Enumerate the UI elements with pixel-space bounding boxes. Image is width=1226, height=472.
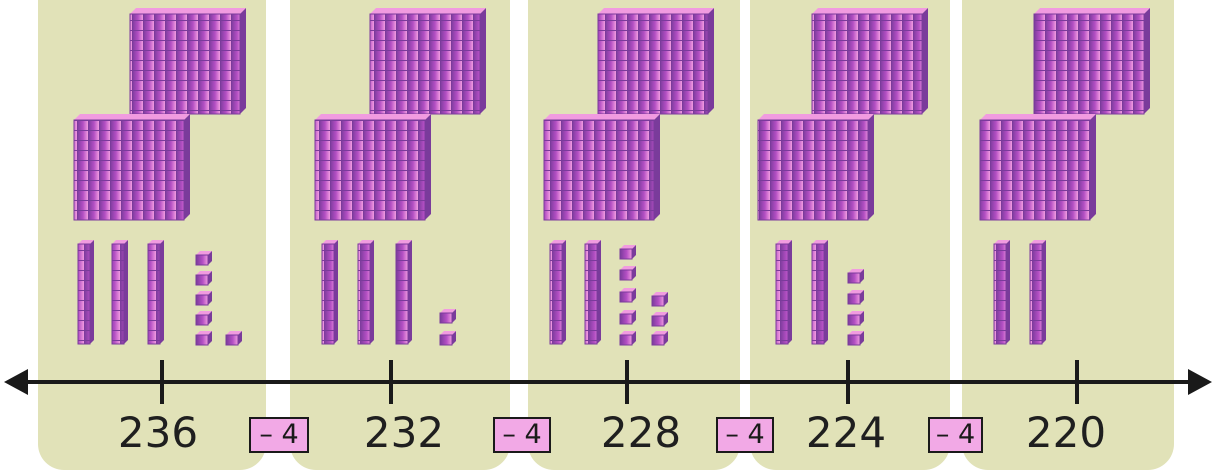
step-label-2: – 4: [493, 417, 551, 453]
left-arrow-icon: [4, 369, 28, 395]
right-arrow-icon: [1188, 369, 1212, 395]
tick-label-224: 224: [776, 408, 916, 458]
step-label-1: – 4: [249, 417, 309, 453]
tick-label-236: 236: [88, 408, 228, 458]
step-label-3: – 4: [716, 417, 774, 453]
step-label-4: – 4: [928, 417, 983, 453]
tick-label-228: 228: [571, 408, 711, 458]
tick-label-232: 232: [334, 408, 474, 458]
tick-label-220: 220: [996, 408, 1136, 458]
